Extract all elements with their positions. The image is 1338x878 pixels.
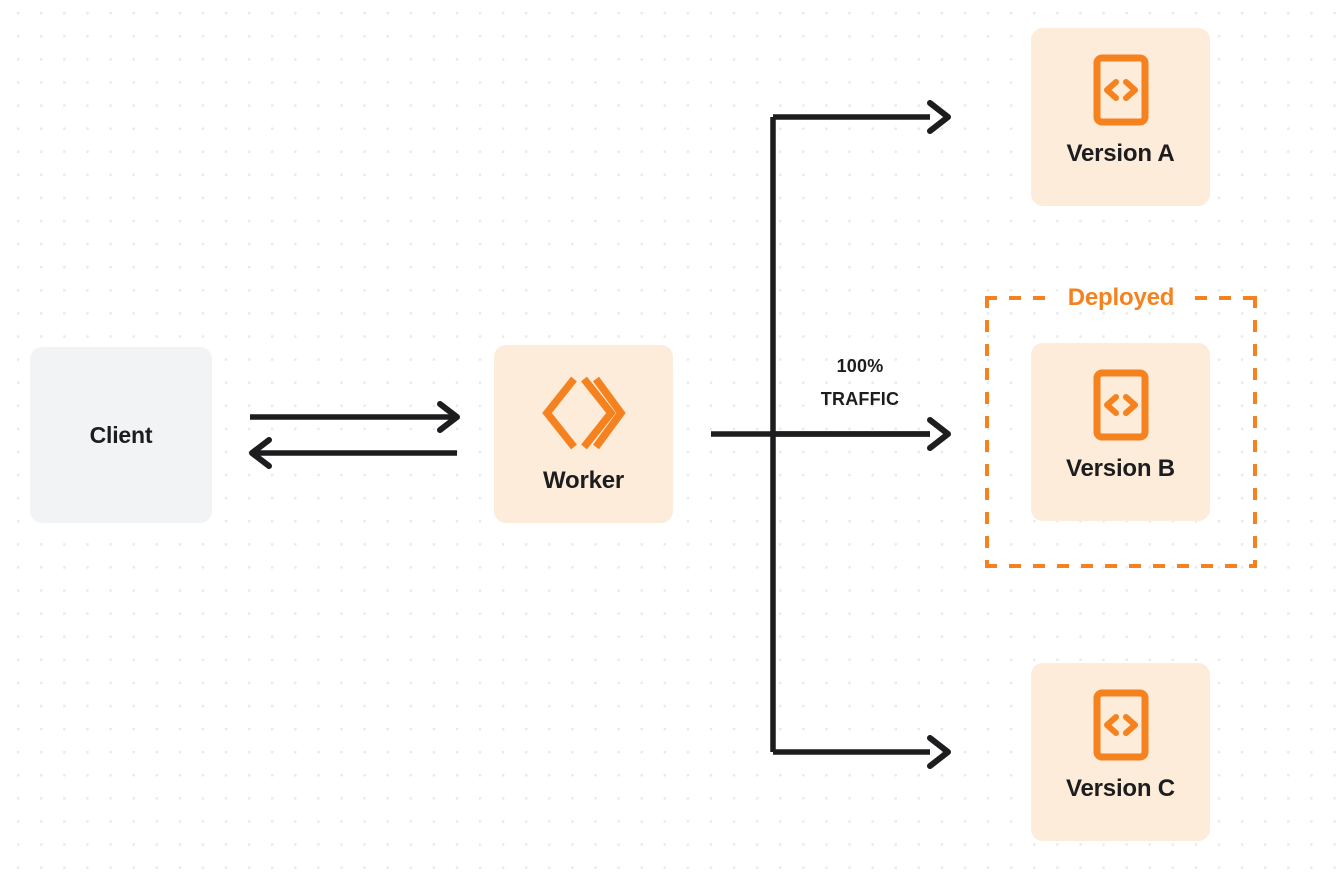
node-version-c[interactable]: Version C <box>1031 663 1210 841</box>
arrow-to-version-c <box>773 735 951 769</box>
node-version-c-label: Version C <box>1066 775 1175 802</box>
arrow-to-version-a <box>773 100 951 134</box>
cloudflare-workers-icon <box>541 373 627 453</box>
node-worker[interactable]: Worker <box>494 345 673 523</box>
node-client-label: Client <box>89 421 153 448</box>
node-version-b[interactable]: Version B <box>1031 343 1210 521</box>
arrow-client-to-worker <box>250 401 460 433</box>
traffic-word: TRAFFIC <box>820 389 900 409</box>
node-version-a-label: Version A <box>1066 140 1175 167</box>
arrow-worker-to-client <box>249 437 457 469</box>
deployed-border-bottom <box>985 564 1257 568</box>
group-deployed: Deployed <box>985 286 1257 568</box>
deployed-border-top-right <box>1195 296 1257 300</box>
traffic-percent: 100% <box>836 356 884 376</box>
node-version-b-label: Version B <box>1066 455 1175 482</box>
traffic-label: 100% TRAFFIC <box>795 350 925 416</box>
deployed-border-top-left <box>985 296 1047 300</box>
code-file-icon <box>1093 689 1149 761</box>
node-client[interactable]: Client <box>30 347 212 523</box>
arrow-to-version-b <box>773 417 951 451</box>
deployed-group-label: Deployed <box>1057 286 1185 310</box>
code-file-icon <box>1093 369 1149 441</box>
code-file-icon <box>1093 54 1149 126</box>
node-worker-label: Worker <box>542 467 625 494</box>
deployed-border-right <box>1253 296 1257 568</box>
deployed-border-left <box>985 296 989 568</box>
node-version-a[interactable]: Version A <box>1031 28 1210 206</box>
